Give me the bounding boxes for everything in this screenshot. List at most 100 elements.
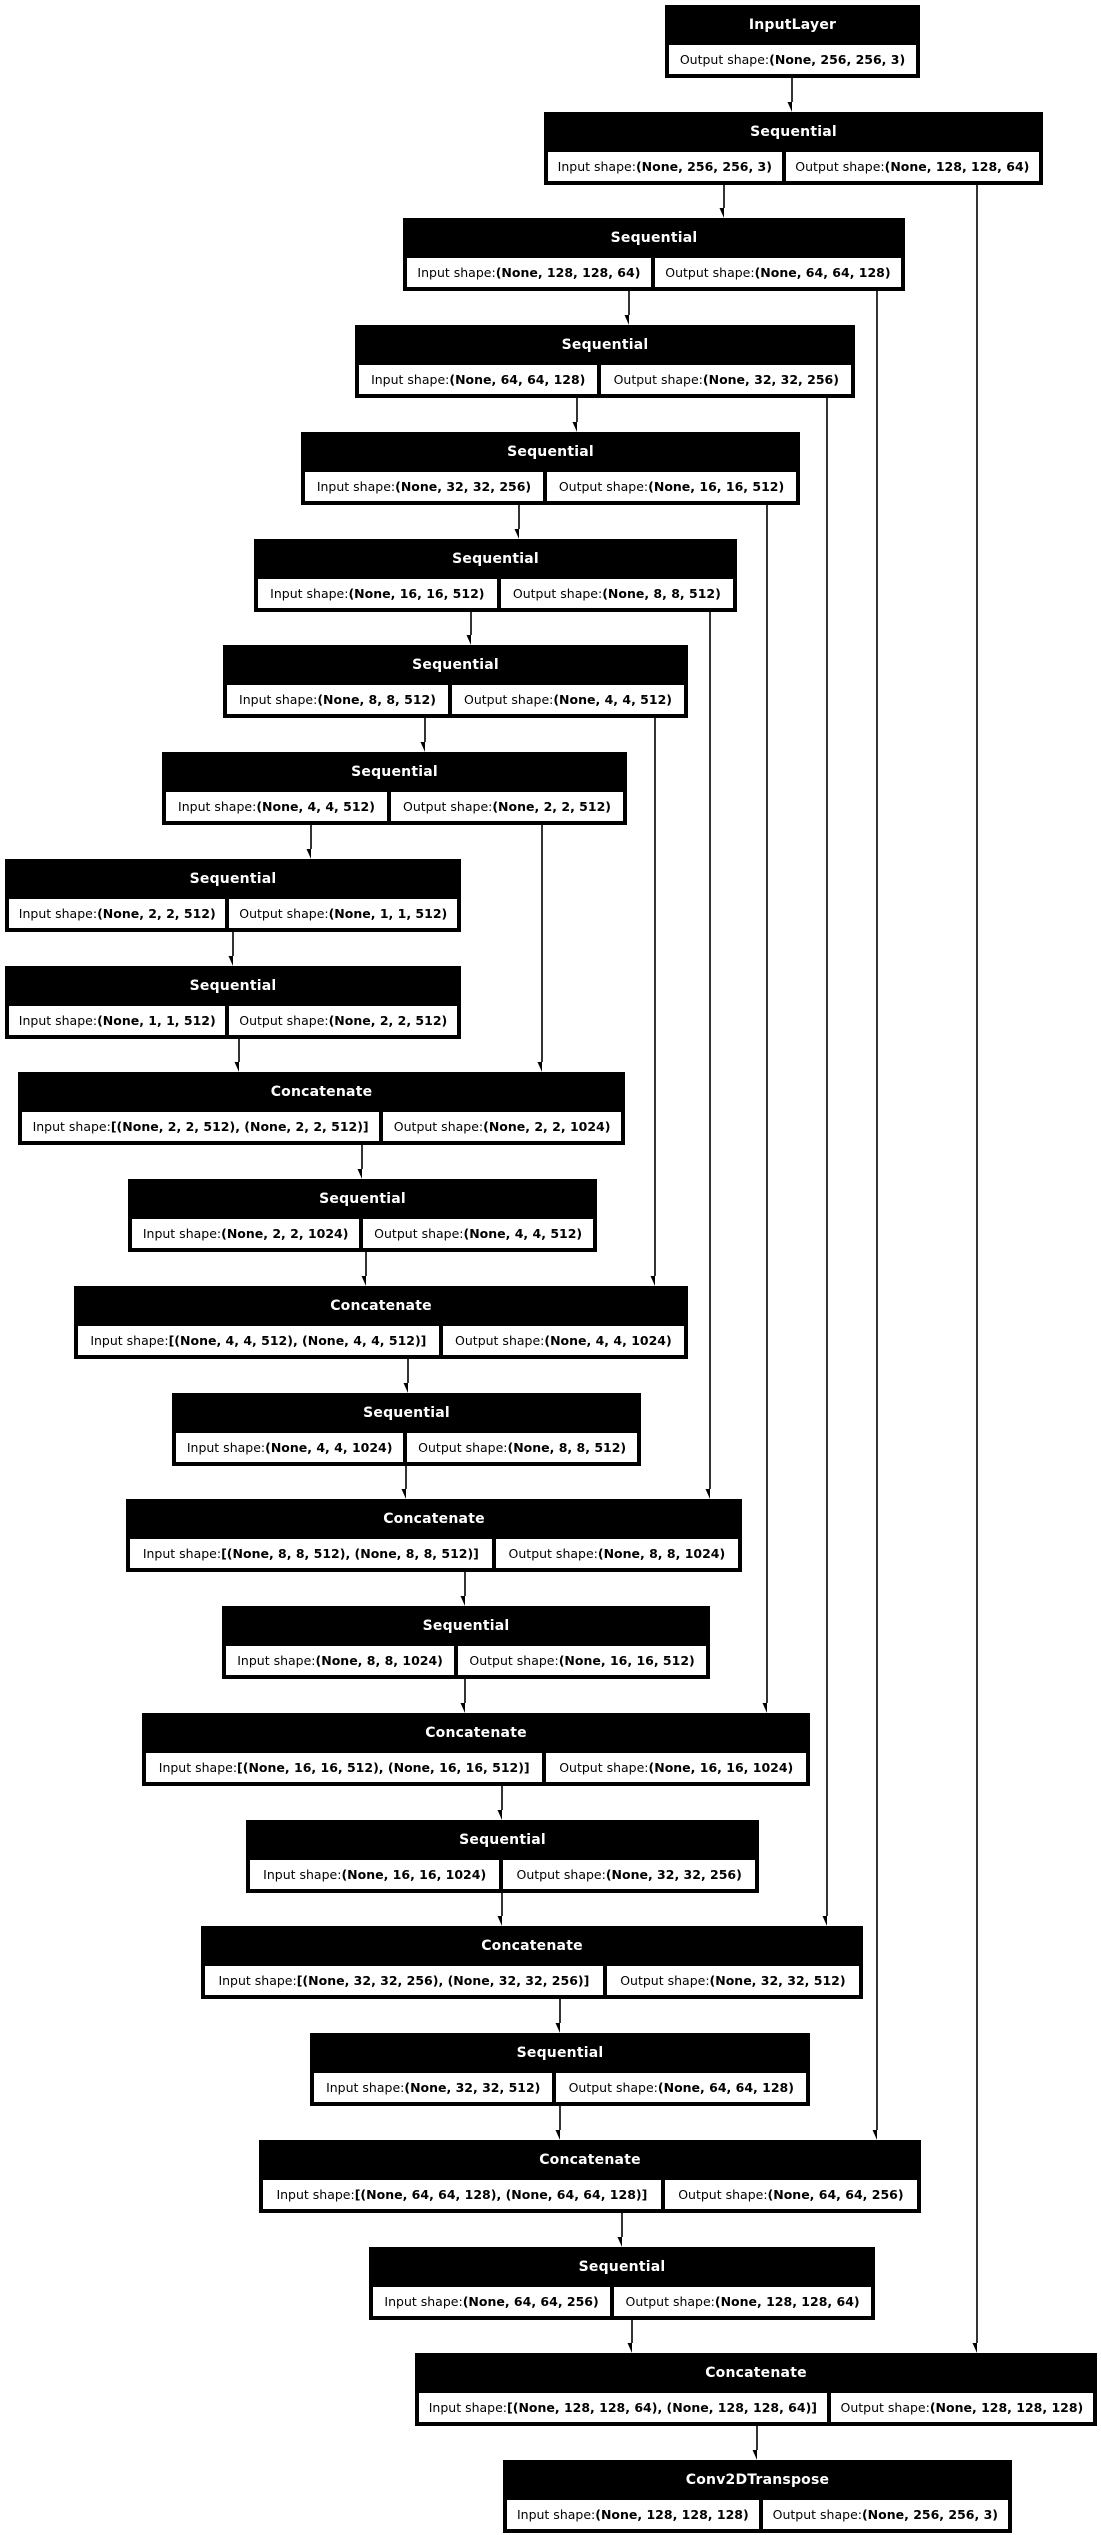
output-shape-value: (None, 2, 2, 1024) bbox=[483, 1119, 611, 1134]
layer-title: InputLayer bbox=[748, 17, 837, 33]
layer-node-n11-concatenate: Concatenate Input shape: [(None, 2, 2, 5… bbox=[18, 1072, 625, 1145]
output-shape-value: (None, 8, 8, 512) bbox=[602, 586, 721, 601]
input-shape-label: Input shape: bbox=[263, 1867, 342, 1882]
input-shape-value: (None, 4, 4, 512) bbox=[256, 799, 375, 814]
layer-shapes-row: Input shape: (None, 64, 64, 128) Output … bbox=[356, 364, 854, 397]
output-shape-value: (None, 64, 64, 256) bbox=[767, 2187, 904, 2202]
input-shape-cell: Input shape: (None, 128, 128, 128) bbox=[506, 2499, 760, 2530]
output-shape-label: Output shape: bbox=[795, 159, 885, 174]
output-shape-value: (None, 128, 128, 128) bbox=[929, 2400, 1084, 2415]
output-shape-label: Output shape: bbox=[418, 1440, 508, 1455]
output-shape-value: (None, 16, 16, 512) bbox=[648, 479, 785, 494]
input-shape-value: (None, 256, 256, 3) bbox=[635, 159, 772, 174]
output-shape-cell: Output shape: (None, 64, 64, 128) bbox=[555, 2072, 808, 2103]
input-shape-cell: Input shape: (None, 64, 64, 128) bbox=[358, 364, 599, 395]
layer-title: Sequential bbox=[363, 1405, 450, 1421]
output-shape-cell: Output shape: (None, 32, 32, 512) bbox=[605, 1965, 861, 1996]
layer-title: Concatenate bbox=[425, 1725, 527, 1741]
input-shape-label: Input shape: bbox=[316, 479, 396, 494]
input-shape-value: [(None, 16, 16, 512), (None, 16, 16, 512… bbox=[237, 1760, 530, 1775]
input-shape-value: [(None, 128, 128, 64), (None, 128, 128, … bbox=[507, 2400, 818, 2415]
output-shape-value: (None, 32, 32, 512) bbox=[709, 1973, 846, 1988]
layer-title: Sequential bbox=[189, 978, 277, 994]
input-shape-value: (None, 128, 128, 128) bbox=[595, 2507, 749, 2522]
layer-node-n4-sequential: Sequential Input shape: (None, 64, 64, 1… bbox=[355, 325, 855, 398]
input-shape-cell: Input shape: (None, 128, 128, 64) bbox=[406, 257, 652, 288]
input-shape-label: Input shape: bbox=[218, 1973, 297, 1988]
output-shape-label: Output shape: bbox=[840, 2400, 930, 2415]
input-shape-cell: Input shape: (None, 4, 4, 512) bbox=[165, 791, 388, 822]
output-shape-label: Output shape: bbox=[665, 265, 755, 280]
output-shape-value: (None, 64, 64, 128) bbox=[754, 265, 891, 280]
input-shape-cell: Input shape: [(None, 64, 64, 128), (None… bbox=[262, 2179, 662, 2210]
layer-shapes-row: Input shape: [(None, 16, 16, 512), (None… bbox=[143, 1752, 809, 1785]
output-shape-label: Output shape: bbox=[679, 52, 770, 67]
input-shape-value: (None, 4, 4, 1024) bbox=[265, 1440, 393, 1455]
layer-shapes-row: Input shape: (None, 8, 8, 512) Output sh… bbox=[224, 684, 687, 717]
layer-shapes-row: Input shape: (None, 1, 1, 512) Output sh… bbox=[6, 1005, 460, 1038]
output-shape-cell: Output shape: (None, 16, 16, 512) bbox=[457, 1645, 707, 1676]
layer-node-n2-sequential: Sequential Input shape: (None, 256, 256,… bbox=[544, 112, 1043, 185]
layer-title: Concatenate bbox=[330, 1298, 432, 1314]
layer-shapes-row: Input shape: (None, 32, 32, 512) Output … bbox=[311, 2072, 809, 2105]
input-shape-value: (None, 64, 64, 128) bbox=[449, 372, 586, 387]
input-shape-cell: Input shape: (None, 4, 4, 1024) bbox=[175, 1432, 405, 1463]
layer-title: Sequential bbox=[578, 2259, 666, 2275]
layer-node-n21-concatenate: Concatenate Input shape: [(None, 64, 64,… bbox=[259, 2140, 921, 2213]
input-shape-label: Input shape: bbox=[239, 692, 318, 707]
output-shape-cell: Output shape: (None, 2, 2, 512) bbox=[228, 1005, 459, 1036]
input-shape-value: [(None, 32, 32, 256), (None, 32, 32, 256… bbox=[296, 1973, 590, 1988]
input-shape-cell: Input shape: (None, 2, 2, 1024) bbox=[131, 1218, 361, 1249]
layer-title: Sequential bbox=[459, 1832, 546, 1848]
input-shape-value: (None, 8, 8, 512) bbox=[317, 692, 436, 707]
layer-node-n8-sequential: Sequential Input shape: (None, 4, 4, 512… bbox=[162, 752, 627, 825]
layer-node-n7-sequential: Sequential Input shape: (None, 8, 8, 512… bbox=[223, 645, 688, 718]
input-shape-label: Input shape: bbox=[142, 1546, 222, 1561]
output-shape-cell: Output shape: (None, 256, 256, 3) bbox=[761, 2499, 1009, 2530]
input-shape-value: [(None, 8, 8, 512), (None, 8, 8, 512)] bbox=[221, 1546, 479, 1561]
layer-title: Sequential bbox=[189, 871, 277, 887]
input-shape-label: Input shape: bbox=[90, 1333, 169, 1348]
input-shape-label: Input shape: bbox=[18, 906, 98, 921]
layer-node-n10-sequential: Sequential Input shape: (None, 1, 1, 512… bbox=[5, 966, 461, 1039]
output-shape-label: Output shape: bbox=[558, 479, 649, 494]
output-shape-cell: Output shape: (None, 16, 16, 1024) bbox=[545, 1752, 808, 1783]
input-shape-label: Input shape: bbox=[428, 2400, 508, 2415]
input-shape-cell: Input shape: (None, 64, 64, 256) bbox=[372, 2286, 612, 2317]
output-shape-value: (None, 64, 64, 128) bbox=[657, 2080, 794, 2095]
output-shape-label: Output shape: bbox=[568, 2080, 658, 2095]
input-shape-label: Input shape: bbox=[158, 1760, 238, 1775]
output-shape-value: (None, 256, 256, 3) bbox=[861, 2507, 999, 2522]
layer-node-n18-sequential: Sequential Input shape: (None, 16, 16, 1… bbox=[246, 1820, 759, 1893]
layer-node-n9-sequential: Sequential Input shape: (None, 2, 2, 512… bbox=[5, 859, 461, 932]
output-shape-cell: Output shape: (None, 8, 8, 512) bbox=[499, 578, 735, 609]
layer-title: Sequential bbox=[452, 551, 539, 567]
output-shape-value: (None, 1, 1, 512) bbox=[328, 906, 448, 921]
output-shape-cell: Output shape: (None, 8, 8, 512) bbox=[406, 1432, 638, 1463]
output-shape-value: (None, 256, 256, 3) bbox=[769, 52, 906, 67]
layer-node-n1-inputlayer: InputLayer Output shape: (None, 256, 256… bbox=[665, 5, 920, 78]
output-shape-cell: Output shape: (None, 4, 4, 512) bbox=[450, 684, 686, 715]
layer-shapes-row: Input shape: (None, 128, 128, 128) Outpu… bbox=[504, 2499, 1011, 2532]
output-shape-label: Output shape: bbox=[403, 799, 493, 814]
output-shape-cell: Output shape: (None, 256, 256, 3) bbox=[668, 44, 917, 75]
input-shape-value: (None, 32, 32, 256) bbox=[395, 479, 532, 494]
layer-shapes-row: Input shape: (None, 256, 256, 3) Output … bbox=[545, 151, 1042, 184]
output-shape-value: (None, 4, 4, 512) bbox=[553, 692, 672, 707]
layer-title: Sequential bbox=[422, 1618, 510, 1634]
output-shape-value: (None, 2, 2, 512) bbox=[328, 1013, 448, 1028]
input-shape-label: Input shape: bbox=[186, 1440, 266, 1455]
output-shape-value: (None, 8, 8, 1024) bbox=[597, 1546, 726, 1561]
layer-shapes-row: Output shape: (None, 256, 256, 3) bbox=[666, 44, 919, 77]
layer-title: Conv2DTranspose bbox=[685, 2472, 830, 2488]
output-shape-cell: Output shape: (None, 2, 2, 512) bbox=[389, 791, 625, 822]
output-shape-label: Output shape: bbox=[239, 906, 329, 921]
layer-title: Sequential bbox=[507, 444, 594, 460]
output-shape-cell: Output shape: (None, 16, 16, 512) bbox=[545, 471, 798, 502]
layer-title: Sequential bbox=[561, 337, 649, 353]
output-shape-label: Output shape: bbox=[516, 1867, 606, 1882]
layer-shapes-row: Input shape: (None, 2, 2, 512) Output sh… bbox=[6, 898, 460, 931]
output-shape-label: Output shape: bbox=[512, 586, 603, 601]
output-shape-label: Output shape: bbox=[559, 1760, 649, 1775]
